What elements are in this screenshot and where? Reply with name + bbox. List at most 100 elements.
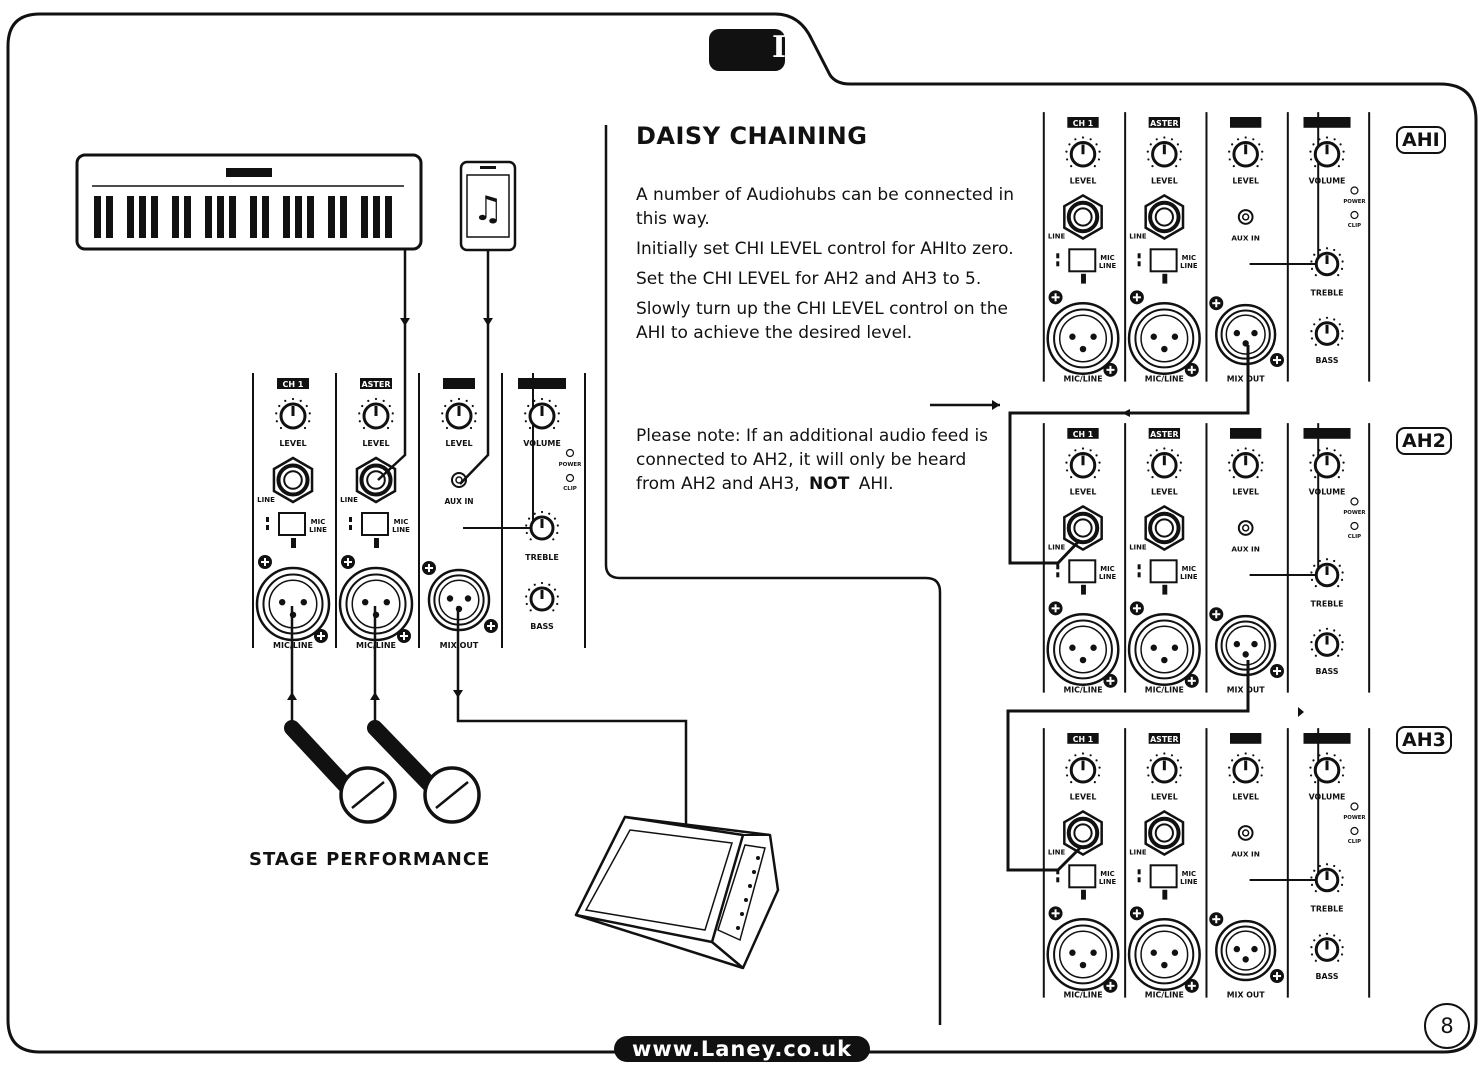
level-label: LEVEL xyxy=(362,439,389,448)
black-key xyxy=(373,196,380,238)
led-icon xyxy=(1350,186,1359,195)
line-label: LINE xyxy=(1180,878,1198,886)
black-key xyxy=(205,196,212,238)
jack-icon xyxy=(355,456,397,504)
jack-icon xyxy=(1144,809,1185,856)
mic-line-switch xyxy=(1137,248,1178,273)
channel-header-label: ASTER xyxy=(1150,430,1178,439)
level-label: LEVEL xyxy=(445,439,472,448)
channel-header-label: CH 1 xyxy=(283,380,304,389)
monitor-led xyxy=(740,912,744,916)
treble-label: TREBLE xyxy=(1311,599,1344,608)
stage-monitor-icon xyxy=(574,815,780,970)
line-label: LINE xyxy=(1099,262,1117,270)
xlr-icon xyxy=(338,566,414,642)
paragraph: A number of Audiohubs can be connected i… xyxy=(636,185,1015,229)
clip-label: CLIP xyxy=(563,486,577,492)
black-key xyxy=(295,196,302,238)
plus-icon xyxy=(1209,607,1224,622)
knob-icon xyxy=(1065,447,1101,479)
paragraph: Initially set CHI LEVEL control for AHIt… xyxy=(636,239,1014,259)
channel-header xyxy=(1230,117,1262,128)
led-icon xyxy=(565,448,575,458)
led-icon xyxy=(1350,210,1359,220)
section-divider xyxy=(604,125,942,1025)
black-key xyxy=(139,196,146,238)
channel-header xyxy=(360,378,392,389)
treble-label: TREBLE xyxy=(525,553,559,562)
svg-text:♫: ♫ xyxy=(473,189,503,229)
aux-in-label: AUX IN xyxy=(1231,233,1260,242)
knob-icon xyxy=(1228,752,1264,784)
led-icon xyxy=(1350,802,1359,811)
mic-line-switch xyxy=(1056,559,1097,584)
black-key xyxy=(361,196,368,238)
knob-icon xyxy=(1310,247,1344,277)
xlr-icon xyxy=(1127,301,1201,376)
website-link[interactable]: www.Laney.co.uk xyxy=(614,1036,871,1062)
plus-icon xyxy=(1270,969,1285,984)
mic-line-switch xyxy=(349,512,389,536)
plus-icon xyxy=(1103,978,1118,993)
keyboard-cable xyxy=(377,249,407,481)
xlr-icon xyxy=(1046,301,1120,376)
line-label: LINE xyxy=(1180,573,1198,581)
knob-icon xyxy=(1228,447,1264,479)
bass-label: BASS xyxy=(1316,356,1339,365)
channel-header-label: CH 1 xyxy=(1073,735,1093,744)
plus-icon xyxy=(1209,296,1224,311)
mix-out-label: MIX OUT xyxy=(1227,991,1265,1000)
paragraph: Set the CHI LEVEL for AH2 and AH3 to 5. xyxy=(636,269,982,289)
channel-header xyxy=(1148,428,1181,439)
black-key xyxy=(328,196,335,238)
channel-header xyxy=(443,378,475,389)
knob-icon xyxy=(1228,136,1264,168)
line-label: LINE xyxy=(1048,849,1066,857)
plus-icon xyxy=(1270,664,1285,679)
line-label: LINE xyxy=(392,526,410,534)
knob-icon xyxy=(1146,752,1182,784)
bass-label: BASS xyxy=(530,622,554,631)
section-body: A number of Audiohubs can be connected i… xyxy=(636,183,1026,351)
note-text: Please note: If an additional audio feed… xyxy=(636,426,989,494)
knob-icon xyxy=(1309,447,1345,479)
black-key xyxy=(229,196,236,238)
xlr-icon xyxy=(1215,614,1277,677)
plus-icon xyxy=(1103,673,1118,688)
unit-label-ah2: AH2 xyxy=(1396,427,1452,455)
black-key xyxy=(385,196,392,238)
knob-icon xyxy=(358,397,394,430)
monitor-led xyxy=(756,856,760,860)
volume-label: VOLUME xyxy=(523,439,561,448)
mic-line-label: MIC/LINE xyxy=(1063,375,1102,384)
knob-icon xyxy=(525,510,559,541)
clip-label: CLIP xyxy=(1348,223,1361,229)
channel-header xyxy=(1230,428,1262,439)
treble-label: TREBLE xyxy=(1311,904,1344,913)
knob-icon xyxy=(1146,136,1182,168)
mic-label: MIC xyxy=(394,518,409,526)
mix-out-label: MIX OUT xyxy=(1227,686,1265,695)
level-label: LEVEL xyxy=(1070,177,1097,186)
clip-label: CLIP xyxy=(1348,839,1361,845)
mic-label: MIC xyxy=(1100,254,1114,262)
power-label: POWER xyxy=(1343,199,1366,205)
channel-header xyxy=(1067,428,1099,439)
black-key xyxy=(127,196,134,238)
led-icon xyxy=(1350,497,1359,506)
clip-label: CLIP xyxy=(1348,534,1361,540)
stage-label: STAGE PERFORMANCE xyxy=(249,849,491,870)
monitor-led xyxy=(748,884,752,888)
knob-icon xyxy=(1310,316,1344,346)
plus-icon xyxy=(1129,906,1144,921)
monitor-led xyxy=(752,870,756,874)
plus-icon xyxy=(1129,290,1144,305)
aux-in-label: AUX IN xyxy=(444,497,473,506)
line-label: LINE xyxy=(1129,544,1147,552)
black-key xyxy=(217,196,224,238)
mic-label: MIC xyxy=(1182,870,1196,878)
channel-header-label: ASTER xyxy=(1150,735,1178,744)
microphone-icon xyxy=(284,720,397,824)
mic-label: MIC xyxy=(1182,254,1196,262)
